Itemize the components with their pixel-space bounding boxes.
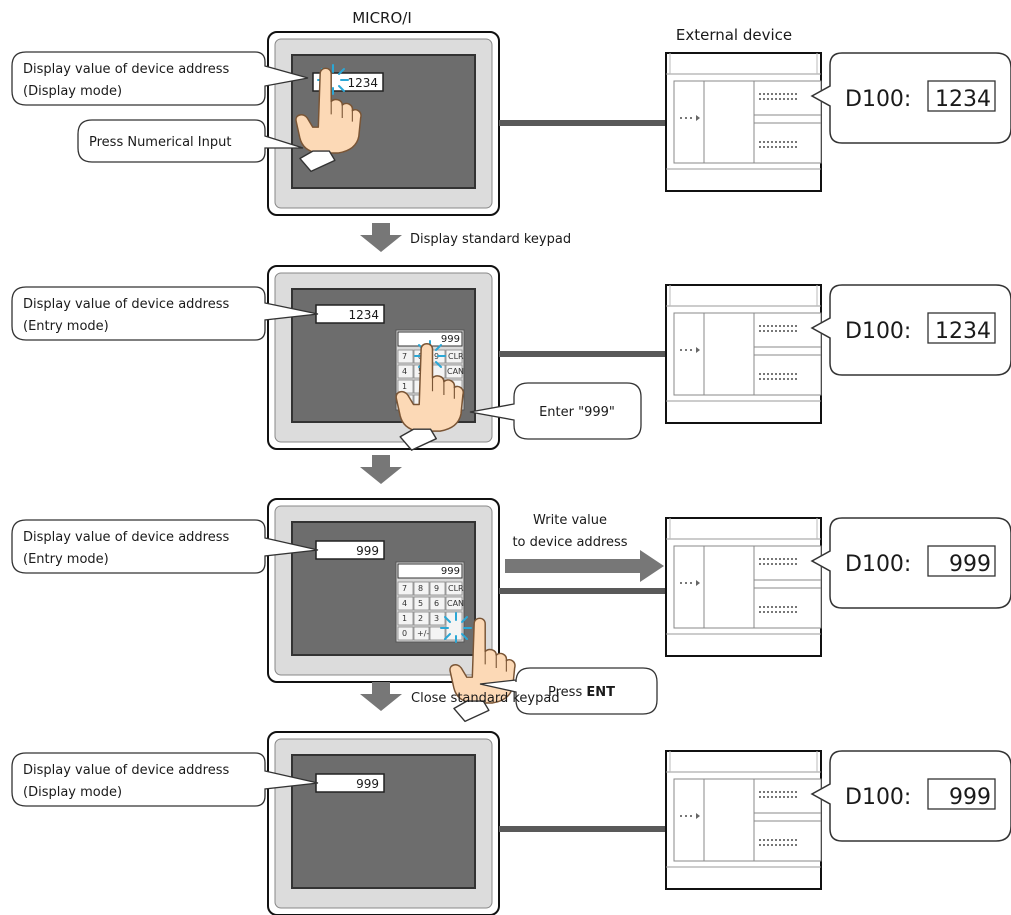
- register-value-box: [927, 778, 996, 810]
- transition-label: Display standard keypad: [410, 232, 571, 247]
- standard-keypad[interactable]: 999 7 8 9 CLR 4 5 6 CAN 1 2 3 0 +/-: [395, 561, 465, 643]
- plc-device: [665, 517, 822, 657]
- down-arrow: [360, 455, 402, 484]
- callout-display: [11, 752, 319, 807]
- callout-display-line2: (Entry mode): [23, 552, 109, 567]
- key-1[interactable]: 1: [402, 382, 407, 391]
- key-4[interactable]: 4: [402, 367, 407, 376]
- plc-device: [665, 52, 822, 192]
- step-4: 999 Display value of device address (Dis…: [11, 731, 1011, 915]
- write-label-line2: to device address: [512, 535, 627, 550]
- step-3: 999 999 7 8 9 CLR 4 5 6 CAN 1 2 3 0 +/- …: [11, 498, 1011, 723]
- connector-cable: [499, 351, 667, 357]
- key-2[interactable]: 2: [418, 614, 423, 623]
- key-plus-minus[interactable]: +/-: [417, 629, 429, 638]
- callout-display: [11, 51, 309, 106]
- numerical-input-value: 1234: [348, 308, 379, 322]
- key-8[interactable]: 8: [418, 584, 423, 593]
- register-label: D100:: [845, 87, 911, 112]
- key-9[interactable]: 9: [434, 584, 439, 593]
- callout-display-line1: Display value of device address: [23, 763, 229, 778]
- keypad-display: 999: [441, 566, 460, 577]
- callout-display-line1: Display value of device address: [23, 62, 229, 77]
- register-callout: [810, 517, 1011, 609]
- ent-key-label: ENT: [586, 685, 615, 700]
- step-2: 1234 999 7 8 9 CLR 4 5 CAN 1 0 Display v…: [11, 265, 1011, 484]
- callout-display-line1: Display value of device address: [23, 530, 229, 545]
- callout-display-line2: (Display mode): [23, 785, 122, 800]
- connector-cable: [499, 120, 667, 126]
- callout-action-text: Press ENT: [548, 685, 615, 700]
- key-5[interactable]: 5: [418, 599, 423, 608]
- device-title: External device: [676, 26, 792, 44]
- callout-display: [11, 286, 319, 341]
- numerical-input-value: 999: [356, 777, 379, 791]
- register-value: 999: [949, 785, 991, 810]
- hmi-title: MICRO/I: [352, 9, 412, 27]
- register-callout: [810, 284, 1011, 376]
- key-7[interactable]: 7: [402, 584, 407, 593]
- plc-device: [665, 750, 822, 890]
- transition-label: Close standard keypad: [411, 691, 560, 706]
- key-clr[interactable]: CLR: [448, 584, 464, 593]
- register-value: 1234: [935, 87, 991, 112]
- register-callout: [810, 52, 1011, 144]
- key-0[interactable]: 0: [402, 629, 407, 638]
- register-callout: [810, 750, 1011, 842]
- register-value-box: [927, 545, 996, 577]
- callout-action: [469, 382, 642, 440]
- key-can[interactable]: CAN: [447, 367, 464, 376]
- plc-device: [665, 284, 822, 424]
- callout-display-line1: Display value of device address: [23, 297, 229, 312]
- key-6[interactable]: 6: [434, 599, 439, 608]
- key-4[interactable]: 4: [402, 599, 407, 608]
- numerical-input-value: 1234: [347, 76, 378, 90]
- step-1: 1234 Display value of device address (Di…: [11, 31, 1011, 252]
- key-3[interactable]: 3: [434, 614, 439, 623]
- connector-cable: [499, 826, 667, 832]
- callout-display-line2: (Display mode): [23, 84, 122, 99]
- callout-display-line2: (Entry mode): [23, 319, 109, 334]
- callout-action-text: Enter "999": [539, 405, 615, 420]
- key-9[interactable]: 9: [434, 352, 439, 361]
- connector-cable: [499, 588, 667, 594]
- numerical-input-value: 999: [356, 544, 379, 558]
- key-7[interactable]: 7: [402, 352, 407, 361]
- callout-action: [77, 119, 304, 163]
- write-label-line1: Write value: [533, 513, 607, 528]
- write-arrow: [505, 550, 664, 582]
- callout-display: [11, 519, 319, 574]
- register-value-box: [927, 80, 996, 112]
- key-can[interactable]: CAN: [447, 599, 464, 608]
- keypad-display: 999: [441, 334, 460, 345]
- register-value: 1234: [935, 319, 991, 344]
- callout-action-text: Press Numerical Input: [89, 135, 231, 150]
- key-1[interactable]: 1: [402, 614, 407, 623]
- callout-action: [479, 667, 658, 715]
- register-label: D100:: [845, 552, 911, 577]
- down-arrow: [360, 682, 402, 711]
- key-clr[interactable]: CLR: [448, 352, 464, 361]
- register-label: D100:: [845, 319, 911, 344]
- down-arrow: [360, 223, 402, 252]
- register-label: D100:: [845, 785, 911, 810]
- register-value: 999: [949, 552, 991, 577]
- register-value-box: [927, 312, 996, 344]
